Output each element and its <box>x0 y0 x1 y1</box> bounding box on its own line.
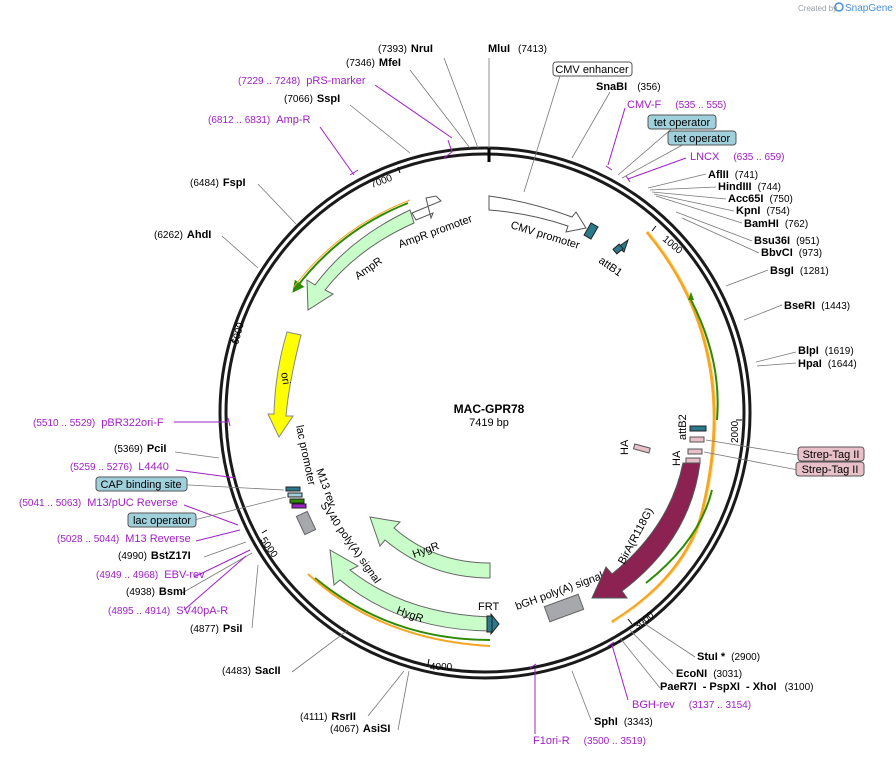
bira-arrow[interactable] <box>591 462 701 599</box>
svg-text:SnapGene: SnapGene <box>845 3 893 14</box>
attb2-label: attB2 <box>677 414 689 440</box>
right-orf-orange <box>611 231 716 624</box>
enzyme-bbvci[interactable]: BbvCI(973) <box>761 247 822 259</box>
enzyme-psii[interactable]: (4877)PsiI <box>190 623 242 635</box>
box-tet-operator-1[interactable]: tet operator <box>647 114 717 130</box>
svg-text:tet operator: tet operator <box>654 117 711 129</box>
primer-prs-marker[interactable]: (7229 .. 7248)pRS-marker <box>238 75 366 87</box>
snapgene-credit: Created by SnapGene <box>798 2 893 14</box>
box-strep-tag-2[interactable]: Strep-Tag II <box>795 461 865 477</box>
hygr-2-arrow[interactable] <box>329 549 491 632</box>
primer-l4440[interactable]: (5259 .. 5276)L4440 <box>70 461 169 473</box>
enzyme-bseri[interactable]: BseRI(1443) <box>784 300 850 312</box>
enzyme-bsu36i[interactable]: Bsu36I(951) <box>754 235 819 247</box>
enzyme-callout-lines <box>174 57 797 731</box>
enzyme-econi[interactable]: EcoNI(3031) <box>676 668 742 680</box>
ampr-orf-line <box>292 202 409 293</box>
enzyme-stui[interactable]: StuI *(2900) <box>697 651 760 663</box>
plasmid-backbone <box>218 146 752 680</box>
tick-7000: 7000 <box>369 173 394 191</box>
svg-text:Strep-Tag II: Strep-Tag II <box>803 449 860 461</box>
svg-text:Strep-Tag II: Strep-Tag II <box>802 464 859 476</box>
enzyme-paer7i[interactable]: PaeR7I- PspXI- XhoI(3100) <box>660 681 813 693</box>
cmv-promoter-arrow[interactable] <box>488 195 587 233</box>
enzyme-bamhi[interactable]: BamHI(762) <box>744 218 808 230</box>
enzyme-blpi[interactable]: BlpI(1619) <box>798 345 854 357</box>
box-callout-lines <box>169 75 799 521</box>
ha-2-label: HA <box>671 450 683 466</box>
hygr-1-arrow[interactable] <box>369 516 491 579</box>
enzyme-hpai[interactable]: HpaI(1644) <box>798 358 857 370</box>
svg-text:CAP binding site: CAP binding site <box>100 479 181 491</box>
tick-2000: 2000 <box>730 420 741 443</box>
primer-callout-lines <box>174 84 687 734</box>
ha-1-label: HA <box>619 439 631 455</box>
enzyme-sphi[interactable]: SphI(3343) <box>594 716 653 728</box>
enzyme-fspi[interactable]: (6484)FspI <box>190 177 246 189</box>
enzyme-acc65i[interactable]: Acc65I(750) <box>728 193 793 205</box>
primer-cmv-f[interactable]: CMV-F(535 .. 555) <box>627 99 726 111</box>
enzyme-rsrii[interactable]: (4111)RsrII <box>300 711 356 723</box>
ampr-cds-arrow[interactable] <box>306 209 415 311</box>
strep-tag-2-mark[interactable] <box>687 448 703 455</box>
box-strep-tag-1[interactable]: Strep-Tag II <box>797 446 865 462</box>
svg-text:tet operator: tet operator <box>674 133 731 145</box>
tick-4000: 4000 <box>430 662 453 673</box>
box-cmv-enhancer[interactable]: CMV enhancer <box>552 61 633 77</box>
attb1-label: attB1 <box>596 255 624 280</box>
primer-lncx[interactable]: LNCX(635 .. 659) <box>690 151 785 163</box>
primer-pbr322ori-f[interactable]: (5510 .. 5529)pBR322ori-F <box>33 417 164 429</box>
enzyme-ahdi[interactable]: (6262)AhdI <box>154 229 211 241</box>
right-orf-green-2 <box>645 489 713 584</box>
tick-6000: 6000 <box>230 321 246 346</box>
plasmid-size: 7419 bp <box>469 417 509 429</box>
attb2-site[interactable] <box>689 425 707 432</box>
enzyme-asisi[interactable]: (4067)AsiSI <box>330 723 390 735</box>
ori-arrow[interactable] <box>267 331 302 439</box>
enzyme-mfei[interactable]: (7346)MfeI <box>346 57 401 69</box>
primer-amp-r[interactable]: (6812 .. 6831)Amp-R <box>208 114 311 126</box>
box-cap-binding-site[interactable]: CAP binding site <box>95 476 188 492</box>
enzyme-pcii[interactable]: (5369)PciI <box>114 443 166 455</box>
sv40-polya-1-block[interactable] <box>295 510 317 536</box>
enzyme-snabi[interactable]: SnaBI(356) <box>596 81 661 93</box>
frt-label: FRT <box>478 601 499 613</box>
lac-promoter-label: lac promoter <box>293 424 318 487</box>
enzyme-hindiii[interactable]: HindIII(744) <box>718 181 781 193</box>
primer-f1ori-r[interactable]: F1ori-R(3500 .. 3519) <box>533 735 646 747</box>
bgh-polya-block[interactable] <box>543 593 585 623</box>
primer-m13-reverse[interactable]: (5028 .. 5044)M13 Reverse <box>57 533 191 545</box>
svg-text:CMV enhancer: CMV enhancer <box>555 64 629 76</box>
primer-m13-puc-reverse[interactable]: (5041 .. 5063)M13/pUC Reverse <box>19 497 178 509</box>
primer-ebv-rev[interactable]: (4949 .. 4968)EBV-rev <box>96 569 205 581</box>
enzyme-sspi[interactable]: (7066)SspI <box>284 93 340 105</box>
box-lac-operator[interactable]: lac operator <box>127 512 197 528</box>
enzyme-nrui[interactable]: (7393)NruI <box>378 43 433 55</box>
ampr-promoter-arrow[interactable] <box>411 195 442 221</box>
attb1-site[interactable] <box>583 222 599 240</box>
enzyme-aflii[interactable]: AflII(741) <box>708 169 758 181</box>
primer-sv40pa-r[interactable]: (4895 .. 4914)SV40pA-R <box>108 605 228 617</box>
strep-tag-1-mark[interactable] <box>689 436 705 443</box>
ori-label: ori <box>278 371 292 385</box>
right-orf-green-1 <box>690 299 719 421</box>
ampr-label: AmpR <box>353 255 385 282</box>
hygr-orange-line <box>307 573 491 647</box>
svg-text:lac operator: lac operator <box>133 515 191 527</box>
enzyme-bsmi[interactable]: (4938)BsmI <box>126 586 186 598</box>
enzyme-bstz17i[interactable]: (4990)BstZ17I <box>118 550 191 562</box>
lac-operator-marks[interactable] <box>285 486 307 509</box>
hygr-2-orf-line <box>314 577 491 641</box>
box-tet-operator-2[interactable]: tet operator <box>667 130 737 146</box>
enzyme-sacii[interactable]: (4483)SacII <box>222 665 281 677</box>
enzyme-mlui[interactable]: MluI(7413) <box>488 43 547 55</box>
plasmid-name: MAC-GPR78 <box>454 402 525 416</box>
ha-1-mark[interactable] <box>632 443 651 454</box>
enzyme-kpni[interactable]: KpnI(754) <box>736 205 790 217</box>
enzyme-bsgi[interactable]: BsgI(1281) <box>770 265 829 277</box>
svg-text:Created by: Created by <box>798 4 837 13</box>
primer-bgh-rev[interactable]: BGH-rev(3137 .. 3154) <box>632 699 751 711</box>
